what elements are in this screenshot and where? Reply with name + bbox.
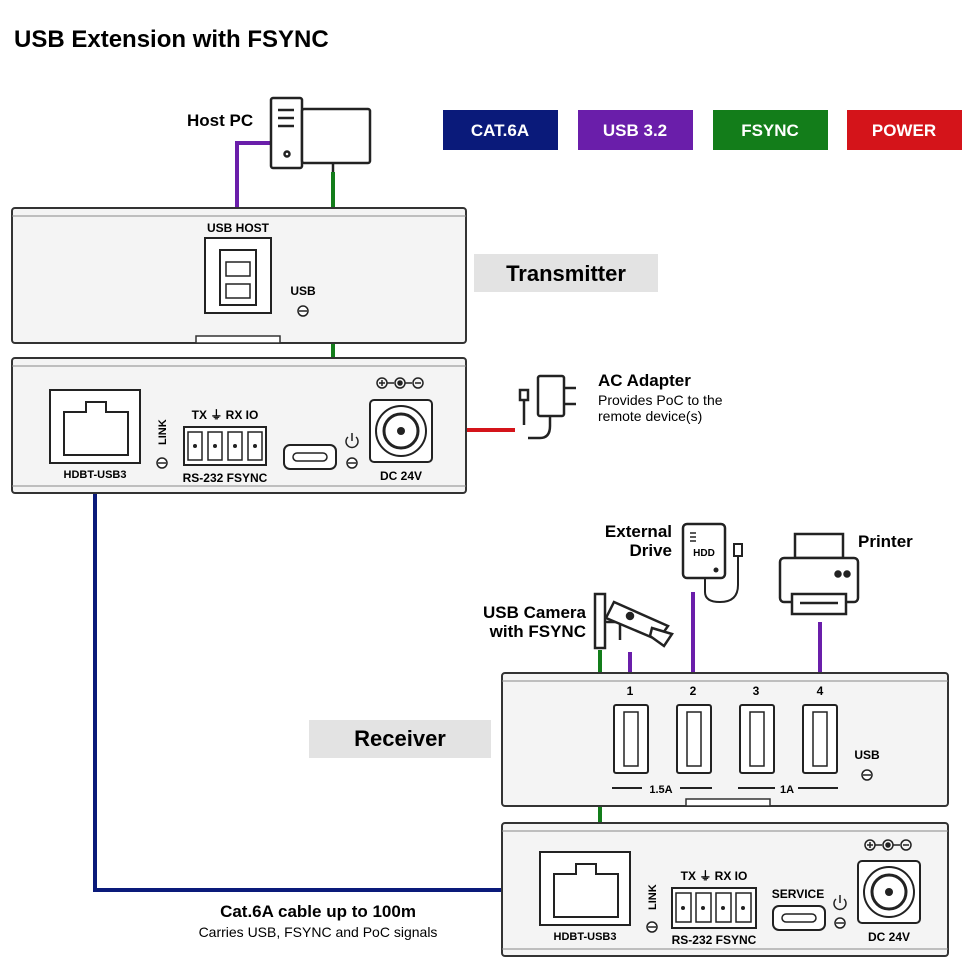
ac-adapter-desc-line1: Provides PoC to the	[598, 392, 723, 408]
external-drive-label-line1: External	[605, 522, 672, 541]
legend-cat6a-label: CAT.6A	[471, 121, 529, 140]
transmitter-front-panel: HDBT-USB3 LINK TX ⏚ RX IO RS-232 FSYNC	[11, 357, 467, 494]
transmitter-label: Transmitter	[506, 261, 626, 286]
ac-adapter-title: AC Adapter	[598, 371, 691, 390]
rx-port-number-3: 3	[753, 684, 760, 698]
ac-adapter-desc-line2: remote device(s)	[598, 408, 702, 424]
transmitter-label-box: Transmitter	[474, 254, 658, 292]
tx-link-label: LINK	[157, 419, 169, 445]
camera-icon	[593, 592, 674, 650]
rx-usb-led	[861, 769, 873, 781]
legend-usb32-swatch	[578, 110, 693, 150]
rx-usb-a-port-2[interactable]	[676, 704, 712, 774]
tx-terminal-block[interactable]	[183, 426, 267, 466]
rx-link-label: LINK	[647, 884, 659, 910]
legend-fsync: FSYNC	[713, 110, 828, 150]
usb-host-cable	[235, 141, 271, 214]
cat6a-cable	[93, 487, 533, 892]
rx-usb-c-service-port[interactable]	[772, 905, 826, 931]
cable-desc: Carries USB, FSYNC and PoC signals	[199, 924, 438, 940]
legend: CAT.6A USB 3.2 FSYNC POWER	[443, 110, 962, 150]
camera-label-line1: USB Camera	[483, 603, 587, 622]
tx-power-icon	[345, 433, 359, 449]
usb-host-port-label: USB HOST	[207, 221, 270, 235]
legend-usb32: USB 3.2	[578, 110, 693, 150]
receiver-label: Receiver	[354, 726, 446, 751]
tx-dc-jack[interactable]	[369, 399, 433, 463]
rx-port-number-2: 2	[690, 684, 697, 698]
rx-usb-label: USB	[854, 748, 880, 762]
legend-power-swatch	[847, 110, 962, 150]
rx-power-led	[834, 917, 846, 929]
rx-power-icon	[833, 895, 847, 911]
usb-b-port[interactable]	[204, 237, 272, 314]
legend-usb32-label: USB 3.2	[603, 121, 667, 140]
tx-hdbt-rj45-port[interactable]	[49, 389, 141, 464]
rx-hdbt-rj45-port[interactable]	[539, 851, 631, 926]
rx-current-left-label: 1.5A	[649, 784, 672, 796]
tx-terminal-top-label: TX ⏚ RX IO	[192, 408, 259, 422]
rx-hdbt-label: HDBT-USB3	[554, 931, 617, 943]
rx-terminal-top-label: TX ⏚ RX IO	[681, 869, 748, 883]
legend-cat6a: CAT.6A	[443, 110, 558, 150]
hdd-icon-label: HDD	[693, 548, 715, 559]
receiver-front-panel: HDBT-USB3 LINK TX ⏚ RX IO RS-232 FSYNC S…	[501, 822, 949, 957]
legend-fsync-label: FSYNC	[741, 121, 799, 140]
rx-port-number-1: 1	[627, 684, 634, 698]
legend-cat6a-swatch	[443, 110, 558, 150]
rx-port-number-4: 4	[817, 684, 824, 698]
hdd-icon: HDD	[681, 522, 743, 604]
tx-terminal-bottom-label: RS-232 FSYNC	[183, 471, 268, 485]
transmitter-top-panel: USB HOST USB	[11, 207, 467, 344]
cable-title: Cat.6A cable up to 100m	[220, 902, 416, 921]
rx-current-right-label: 1A	[780, 784, 794, 796]
tx-hdbt-label: HDBT-USB3	[64, 469, 127, 481]
printer-label: Printer	[858, 532, 913, 551]
host-pc-label: Host PC	[187, 111, 253, 130]
rx-usb-a-port-1[interactable]	[613, 704, 649, 774]
printer-icon	[778, 532, 860, 616]
ac-adapter-icon	[518, 374, 576, 440]
tx-link-led	[156, 457, 168, 469]
rx-terminal-bottom-label: RS-232 FSYNC	[672, 933, 757, 947]
rx-usb-a-port-4[interactable]	[802, 704, 838, 774]
legend-power: POWER	[847, 110, 962, 150]
host-pc-icon	[269, 96, 372, 172]
tx-power-led	[346, 457, 358, 469]
legend-fsync-swatch	[713, 110, 828, 150]
receiver-top-panel: 1 2 3 4 1.5A 1A USB	[501, 672, 949, 807]
rx-dc-jack[interactable]	[857, 860, 921, 924]
rx-usb-a-port-3[interactable]	[739, 704, 775, 774]
receiver-label-box: Receiver	[309, 720, 491, 758]
tx-dc-label: DC 24V	[380, 469, 422, 483]
tx-usb-label: USB	[290, 284, 316, 298]
tx-usb-c-port[interactable]	[283, 444, 337, 470]
rx-dc-polarity-icon	[864, 839, 912, 851]
camera-label-line2: with FSYNC	[489, 622, 586, 641]
rx-link-led	[646, 921, 658, 933]
rx-terminal-block[interactable]	[671, 887, 757, 929]
legend-power-label: POWER	[872, 121, 936, 140]
tx-usb-led	[297, 305, 309, 317]
rx-dc-label: DC 24V	[868, 930, 910, 944]
page-title: USB Extension with FSYNC	[14, 26, 329, 53]
rx-service-label: SERVICE	[772, 887, 824, 901]
external-drive-label-line2: Drive	[629, 541, 672, 560]
tx-dc-polarity-icon	[376, 377, 424, 389]
